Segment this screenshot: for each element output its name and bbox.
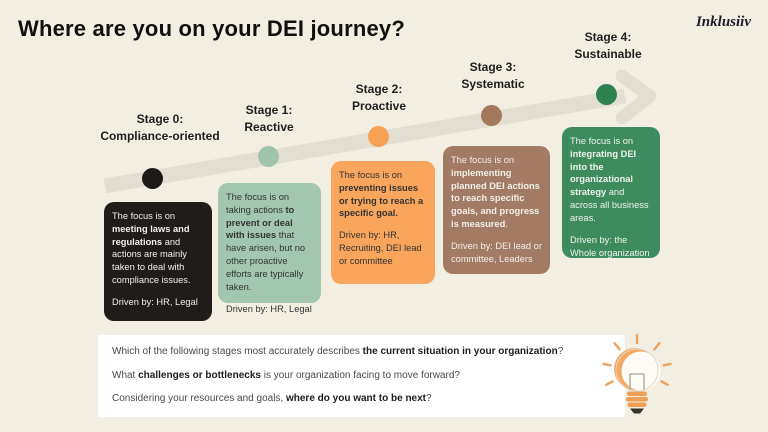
stage-2-name: Proactive xyxy=(351,99,407,114)
stage-3-description: The focus is on implementing planned DEI… xyxy=(451,155,540,230)
stage-2-driven-by: Driven by: HR, Recruiting, DEI lead or c… xyxy=(339,230,422,266)
page-title: Where are you on your DEI journey? xyxy=(18,16,405,41)
stage-4-name: Sustainable xyxy=(574,47,642,62)
stage-4-number: Stage 4: xyxy=(584,30,632,44)
stage-4-label: Stage 4: Sustainable xyxy=(549,29,667,64)
stage-0-name: Compliance-oriented xyxy=(100,129,220,144)
stage-0-card: The focus is on meeting laws and regulat… xyxy=(104,202,212,321)
question-1: Which of the following stages most accur… xyxy=(112,346,564,358)
questions-panel: Which of the following stages most accur… xyxy=(98,335,625,417)
question-3: Considering your resources and goals, wh… xyxy=(112,393,432,405)
stage-2-description: The focus is on preventing issues or try… xyxy=(339,170,424,219)
stage-0-label: Stage 0: Compliance-oriented xyxy=(98,111,222,146)
stage-1-label: Stage 1: Reactive xyxy=(212,102,326,137)
stage-3-card: The focus is on implementing planned DEI… xyxy=(443,146,550,274)
stage-3-name: Systematic xyxy=(461,77,525,92)
stage-2-label: Stage 2: Proactive xyxy=(322,81,436,116)
stage-2-number: Stage 2: xyxy=(355,82,403,96)
stage-0-description: The focus is on meeting laws and regulat… xyxy=(112,211,191,286)
stage-1-number: Stage 1: xyxy=(245,103,293,117)
stage-2-dot xyxy=(368,126,389,147)
question-2: What challenges or bottlenecks is your o… xyxy=(112,369,460,381)
stage-4-dot xyxy=(596,84,617,105)
brand-logo: Inklusiiv xyxy=(695,14,751,30)
stage-4-description: The focus is on integrating DEI into the… xyxy=(570,136,649,223)
lightbulb-icon xyxy=(602,333,672,414)
stage-1-dot xyxy=(258,146,279,167)
stage-3-driven-by: Driven by: DEI lead or committee, Leader… xyxy=(451,240,542,264)
stage-3-number: Stage 3: xyxy=(469,60,517,74)
stage-0-driven-by: Driven by: HR, Legal xyxy=(112,296,198,307)
stage-1-driven-by: Driven by: HR, Legal xyxy=(226,303,312,314)
stage-1-description: The focus is on taking actions to preven… xyxy=(226,192,306,292)
stage-4-card: The focus is on integrating DEI into the… xyxy=(562,127,660,258)
stage-2-card: The focus is on preventing issues or try… xyxy=(331,161,435,284)
stage-1-card: The focus is on taking actions to preven… xyxy=(218,183,321,314)
stage-3-dot xyxy=(481,105,502,126)
stage-0-number: Stage 0: xyxy=(136,112,184,126)
stage-1-name: Reactive xyxy=(244,120,294,135)
stage-0-dot xyxy=(142,168,163,189)
stage-3-label: Stage 3: Systematic xyxy=(434,59,552,94)
stage-4-driven-by: Driven by: the Whole organization xyxy=(570,234,650,258)
